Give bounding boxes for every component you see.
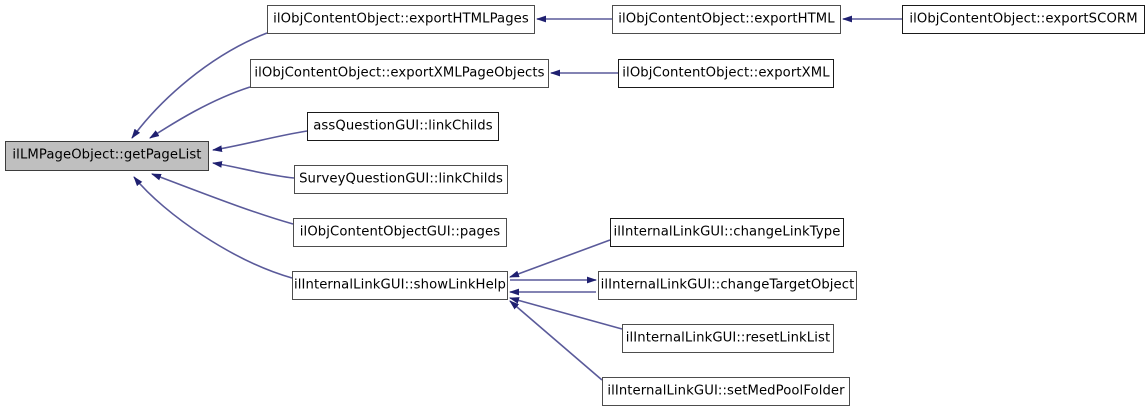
edge-exportHTMLPages-to-getPageList [131,32,268,139]
graph-node-label: ilObjContentObject::exportHTML [618,11,835,27]
graph-node-label: ilObjContentObject::exportHTMLPages [273,11,529,27]
edge-showLinkHelp-to-getPageList [133,176,293,279]
edge-exportXMLPageObjects-to-getPageList [149,86,251,139]
graph-node-assQuestionLinkChilds[interactable]: assQuestionGUI::linkChilds [307,112,499,141]
graph-node-label: ilInternalLinkGUI::showLinkHelp [293,277,507,293]
edge-pages-to-getPageList [151,173,294,225]
graph-node-exportSCORM[interactable]: ilObjContentObject::exportSCORM [902,5,1145,34]
graph-node-exportHTMLPages[interactable]: ilObjContentObject::exportHTMLPages [267,5,535,34]
graph-node-setMedPoolFolder[interactable]: ilInternalLinkGUI::setMedPoolFolder [602,377,850,406]
edge-changeLinkType-to-showLinkHelp [509,239,611,278]
graph-node-label: ilLMPageObject::getPageList [12,147,202,163]
graph-node-surveyLinkChilds[interactable]: SurveyQuestionGUI::linkChilds [294,165,508,194]
graph-node-getPageList[interactable]: ilLMPageObject::getPageList [5,141,209,171]
graph-node-showLinkHelp[interactable]: ilInternalLinkGUI::showLinkHelp [292,271,508,300]
graph-node-exportXMLPageObjects[interactable]: ilObjContentObject::exportXMLPageObjects [250,59,549,88]
graph-node-label: ilInternalLinkGUI::setMedPoolFolder [607,383,845,399]
graph-node-label: ilInternalLinkGUI::resetLinkList [625,330,831,346]
graph-node-label: SurveyQuestionGUI::linkChilds [299,171,503,187]
graph-node-label: ilObjContentObject::exportSCORM [909,11,1138,27]
edge-assQuestionLinkChilds-to-getPageList [212,130,308,153]
graph-node-label: ilObjContentObject::exportXMLPageObjects [254,65,545,81]
graph-node-pages[interactable]: ilObjContentObjectGUI::pages [293,218,507,247]
graph-node-exportXML[interactable]: ilObjContentObject::exportXML [618,59,834,88]
graph-node-exportHTML[interactable]: ilObjContentObject::exportHTML [612,5,841,34]
graph-node-label: assQuestionGUI::linkChilds [313,118,493,134]
edge-setMedPoolFolder-to-showLinkHelp [509,300,603,381]
graph-node-resetLinkList[interactable]: ilInternalLinkGUI::resetLinkList [622,324,834,353]
graph-node-changeLinkType[interactable]: ilInternalLinkGUI::changeLinkType [610,218,844,247]
graph-node-label: ilInternalLinkGUI::changeTargetObject [600,277,855,293]
graph-node-label: ilObjContentObjectGUI::pages [299,224,501,240]
graph-node-changeTargetObject[interactable]: ilInternalLinkGUI::changeTargetObject [598,271,857,300]
graph-node-label: ilInternalLinkGUI::changeLinkType [613,224,841,240]
graph-node-label: ilObjContentObject::exportXML [622,65,830,81]
edge-resetLinkList-to-showLinkHelp [509,297,623,330]
edge-surveyLinkChilds-to-getPageList [212,161,295,179]
